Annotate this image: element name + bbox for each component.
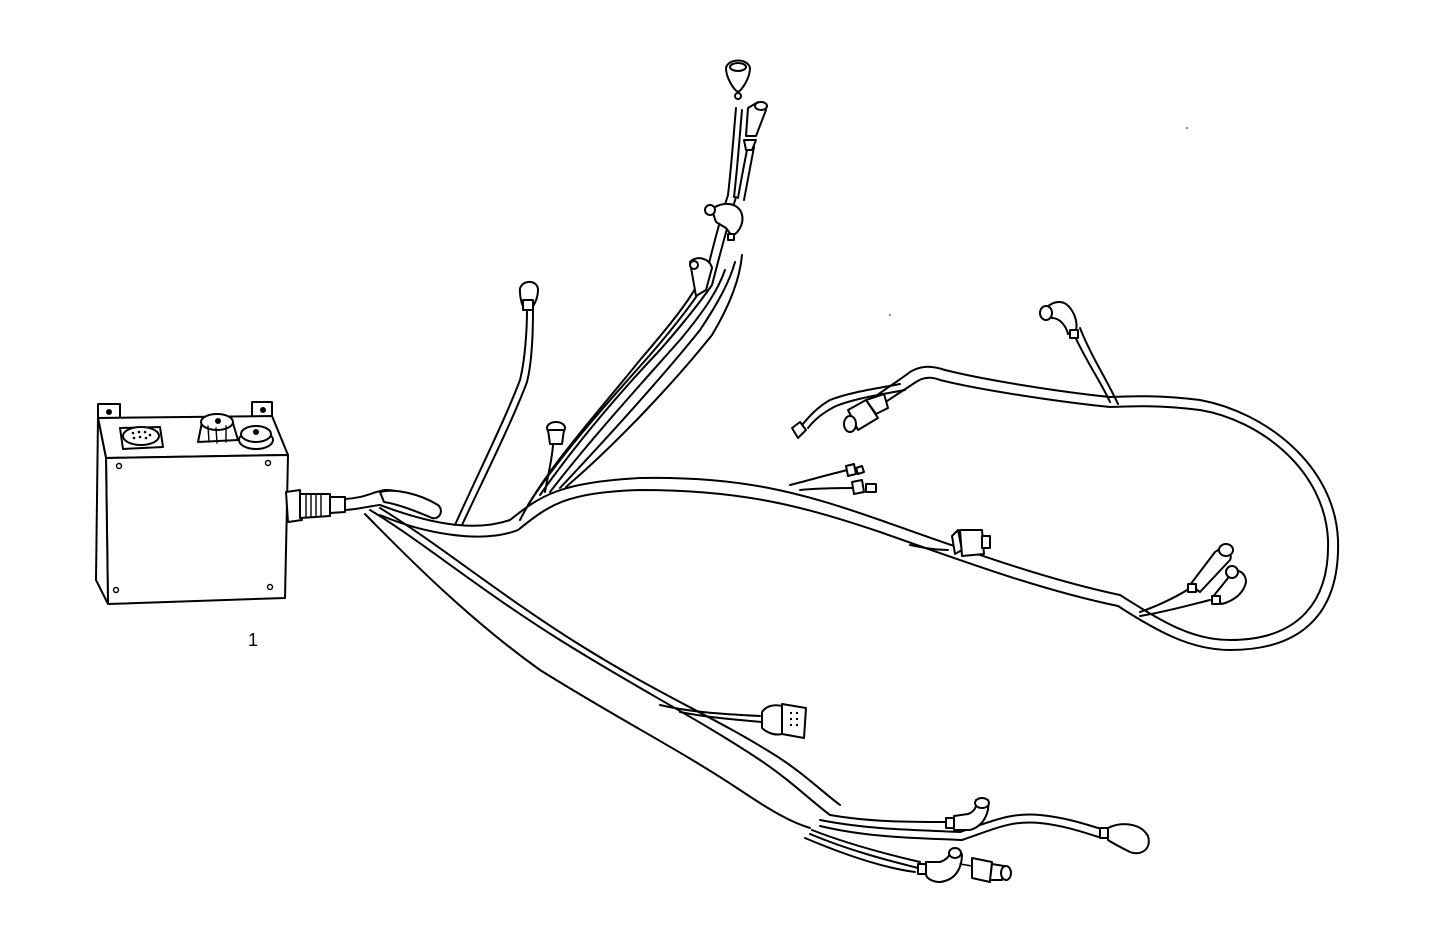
round-stub-connector (546, 421, 566, 445)
lower-branch-connectors (917, 797, 1150, 883)
small-terminals (845, 463, 877, 495)
square-connector (951, 529, 991, 557)
switch-connector (791, 393, 889, 439)
control-box (95, 401, 289, 605)
harness-wires (344, 107, 1340, 873)
right-loop-connectors (1187, 543, 1247, 605)
callout-label-1: 1 (248, 630, 259, 650)
elbow-connector-top-right (1039, 301, 1079, 339)
upper-branch-connectors (689, 59, 768, 297)
threaded-fitting (285, 489, 346, 523)
single-wire-ring-terminal (518, 281, 539, 311)
rectangular-plug (761, 703, 807, 739)
